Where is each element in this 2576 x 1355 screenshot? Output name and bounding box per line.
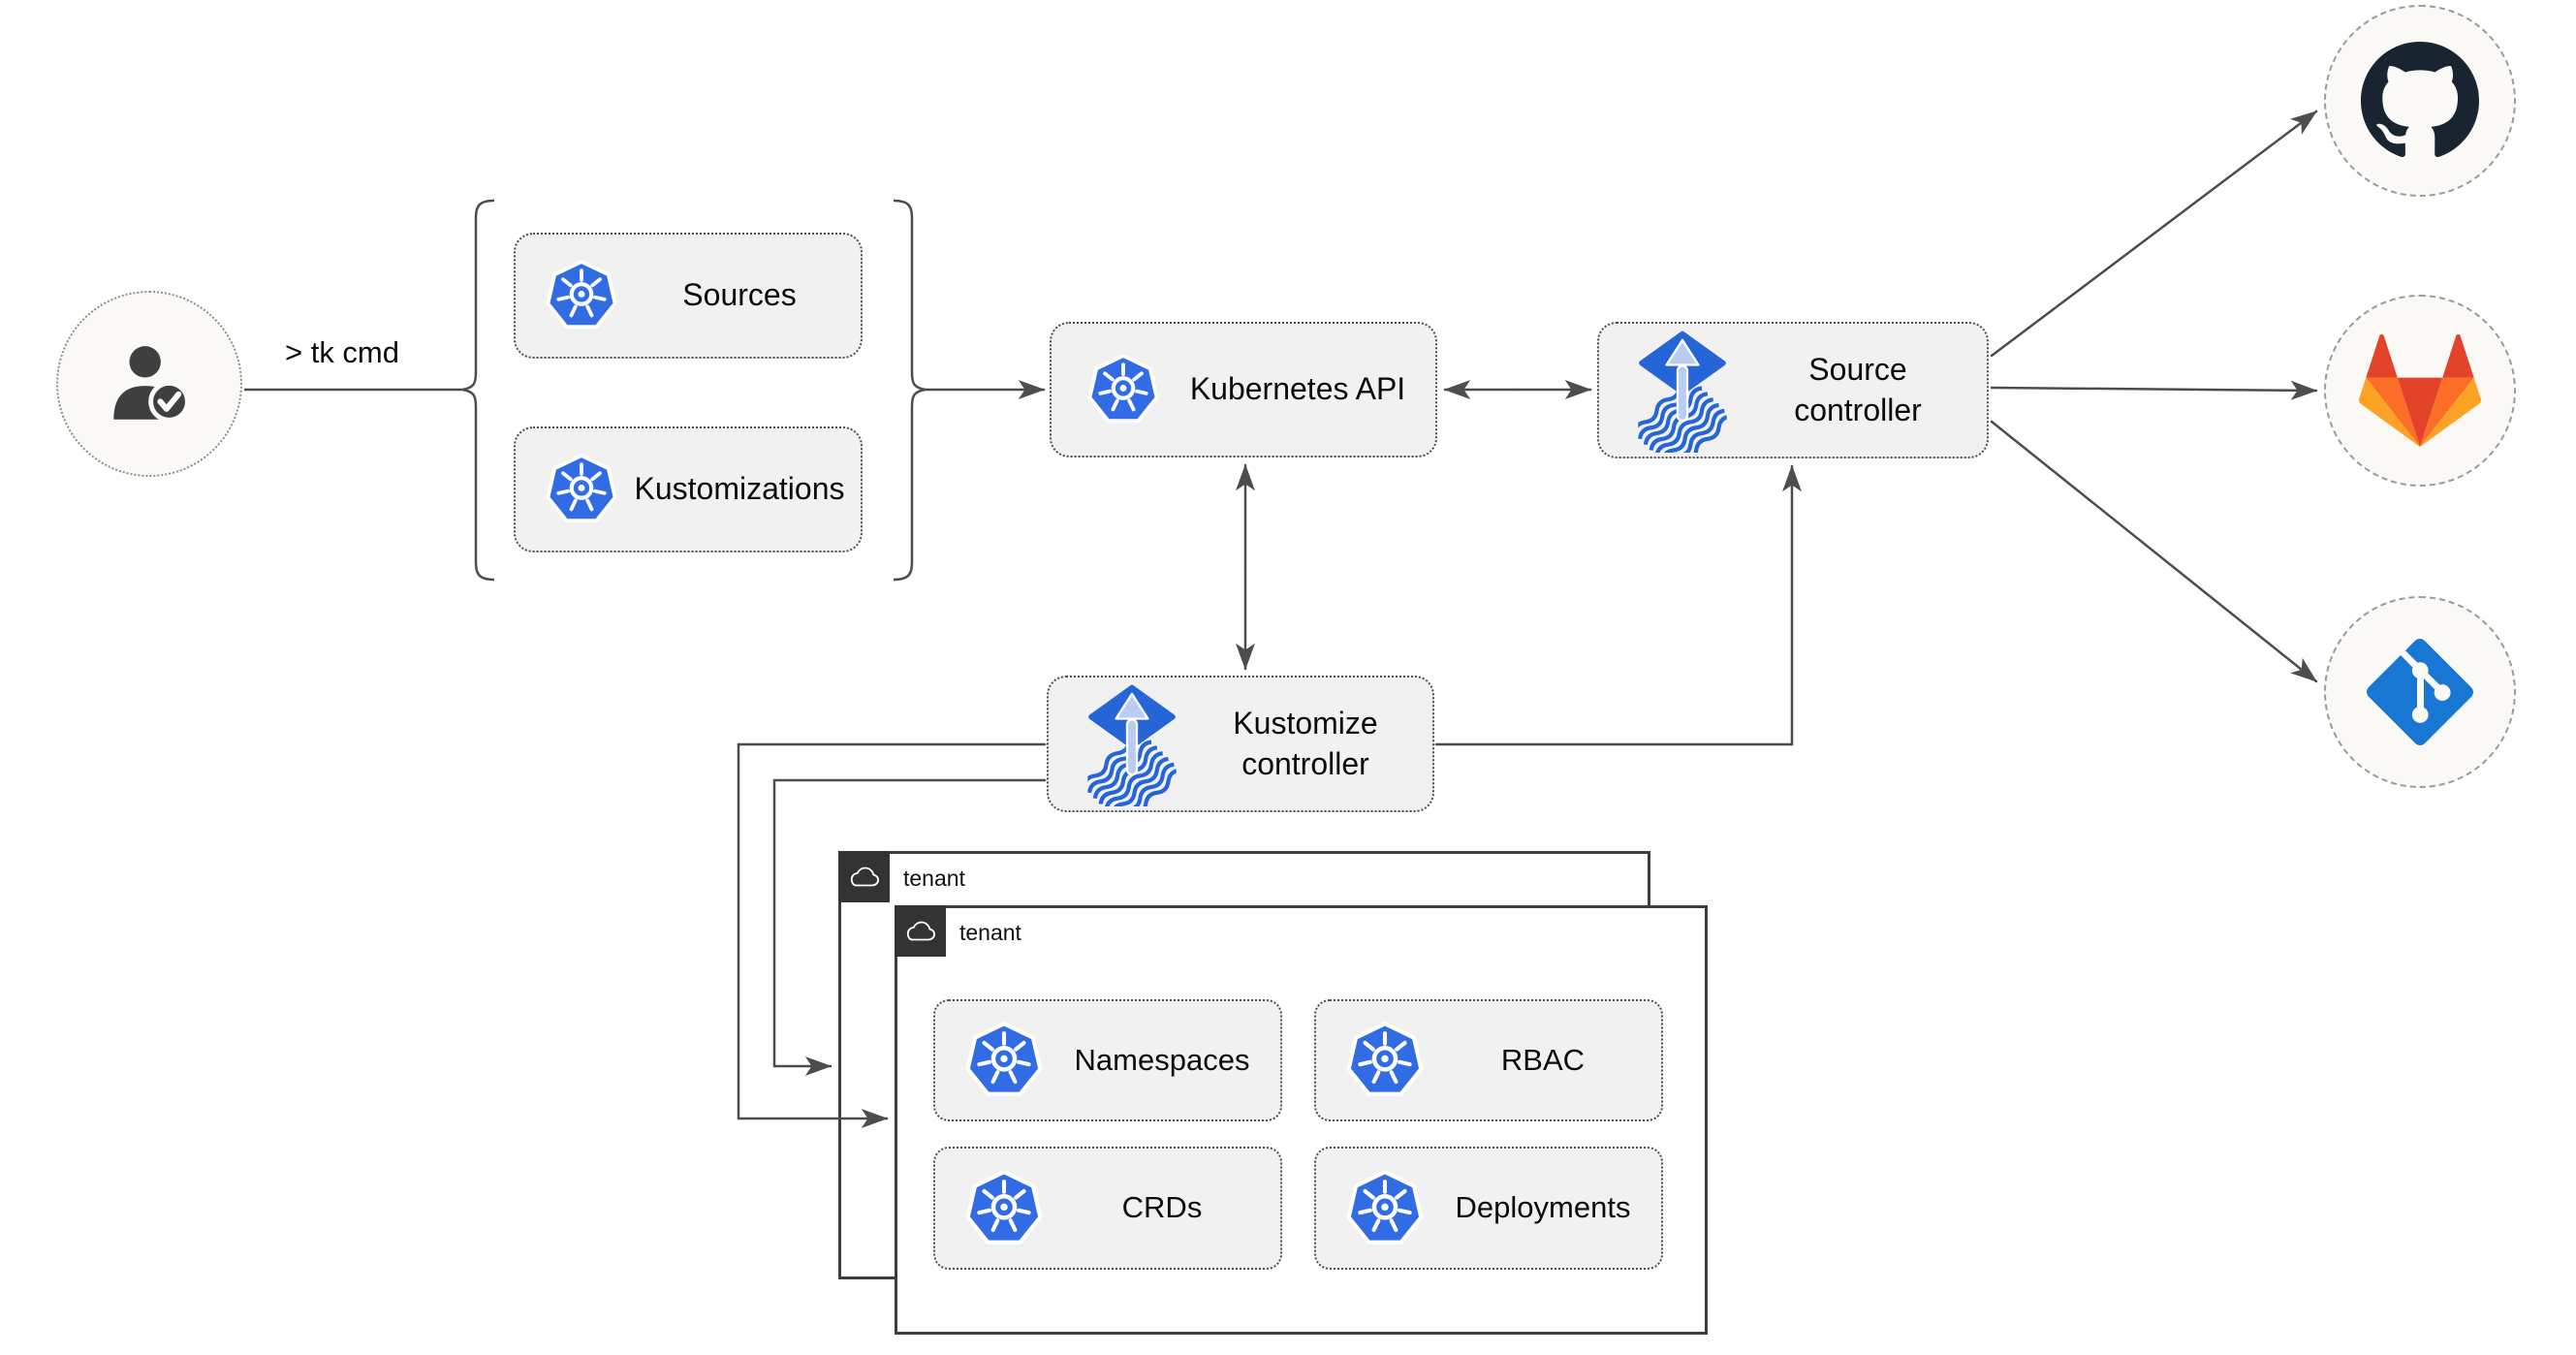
tenant-front-tab xyxy=(895,905,946,957)
node-sources-label: Sources xyxy=(682,277,797,313)
node-kustomize-controller: Kustomize controller xyxy=(1047,676,1434,812)
node-kubernetes-api: Kubernetes API xyxy=(1050,322,1437,457)
node-crds-label: CRDs xyxy=(1121,1190,1203,1225)
flux-icon xyxy=(1085,682,1178,806)
kubernetes-icon xyxy=(964,1018,1044,1103)
edge-source-to-git xyxy=(1990,420,2318,683)
gitlab-icon xyxy=(2359,330,2481,452)
user-avatar xyxy=(56,291,242,477)
kubernetes-icon xyxy=(1345,1018,1425,1103)
kubernetes-icon xyxy=(1345,1166,1425,1251)
node-sources: Sources xyxy=(514,233,863,359)
kubernetes-icon xyxy=(545,257,618,334)
node-rbac-label: RBAC xyxy=(1500,1042,1586,1077)
node-kustomize-controller-label: Kustomize controller xyxy=(1233,705,1378,781)
kubernetes-icon xyxy=(964,1166,1044,1251)
flux-icon xyxy=(1636,329,1729,453)
node-namespaces-label: Namespaces xyxy=(1074,1042,1250,1077)
kubernetes-icon xyxy=(1086,351,1160,428)
git-icon xyxy=(2364,636,2476,748)
left-brace xyxy=(461,199,495,582)
tenant-back-label: tenant xyxy=(903,866,965,891)
edge-source-to-github xyxy=(1990,110,2318,358)
right-brace xyxy=(893,199,927,582)
repo-github xyxy=(2324,5,2516,197)
cloud-icon xyxy=(847,865,882,890)
cloud-icon xyxy=(903,919,938,944)
tenant-back-tab xyxy=(838,851,890,902)
node-source-controller: Source controller xyxy=(1597,322,1989,458)
repo-gitlab xyxy=(2324,295,2516,487)
kubernetes-icon xyxy=(545,451,618,528)
edge-kustomize-to-source xyxy=(1434,464,1802,746)
github-icon xyxy=(2361,42,2479,160)
repo-git xyxy=(2324,596,2516,788)
node-deployments-label: Deployments xyxy=(1455,1190,1631,1225)
node-deployments: Deployments xyxy=(1314,1147,1663,1270)
node-rbac: RBAC xyxy=(1314,999,1663,1121)
tenant-container-front: tenant Namespaces RBAC CRDs Deployments xyxy=(895,905,1708,1335)
user-check-icon xyxy=(97,331,202,436)
node-kubernetes-api-label: Kubernetes API xyxy=(1189,371,1406,407)
node-crds: CRDs xyxy=(933,1147,1282,1270)
tenant-front-label: tenant xyxy=(959,920,1021,945)
edge-source-to-gitlab xyxy=(1990,380,2318,400)
cli-command-label: > tk cmd xyxy=(284,335,399,369)
node-kustomizations-label: Kustomizations xyxy=(634,471,845,507)
node-namespaces: Namespaces xyxy=(933,999,1282,1121)
node-kustomizations: Kustomizations xyxy=(514,426,863,552)
node-source-controller-label: Source controller xyxy=(1794,351,1922,427)
